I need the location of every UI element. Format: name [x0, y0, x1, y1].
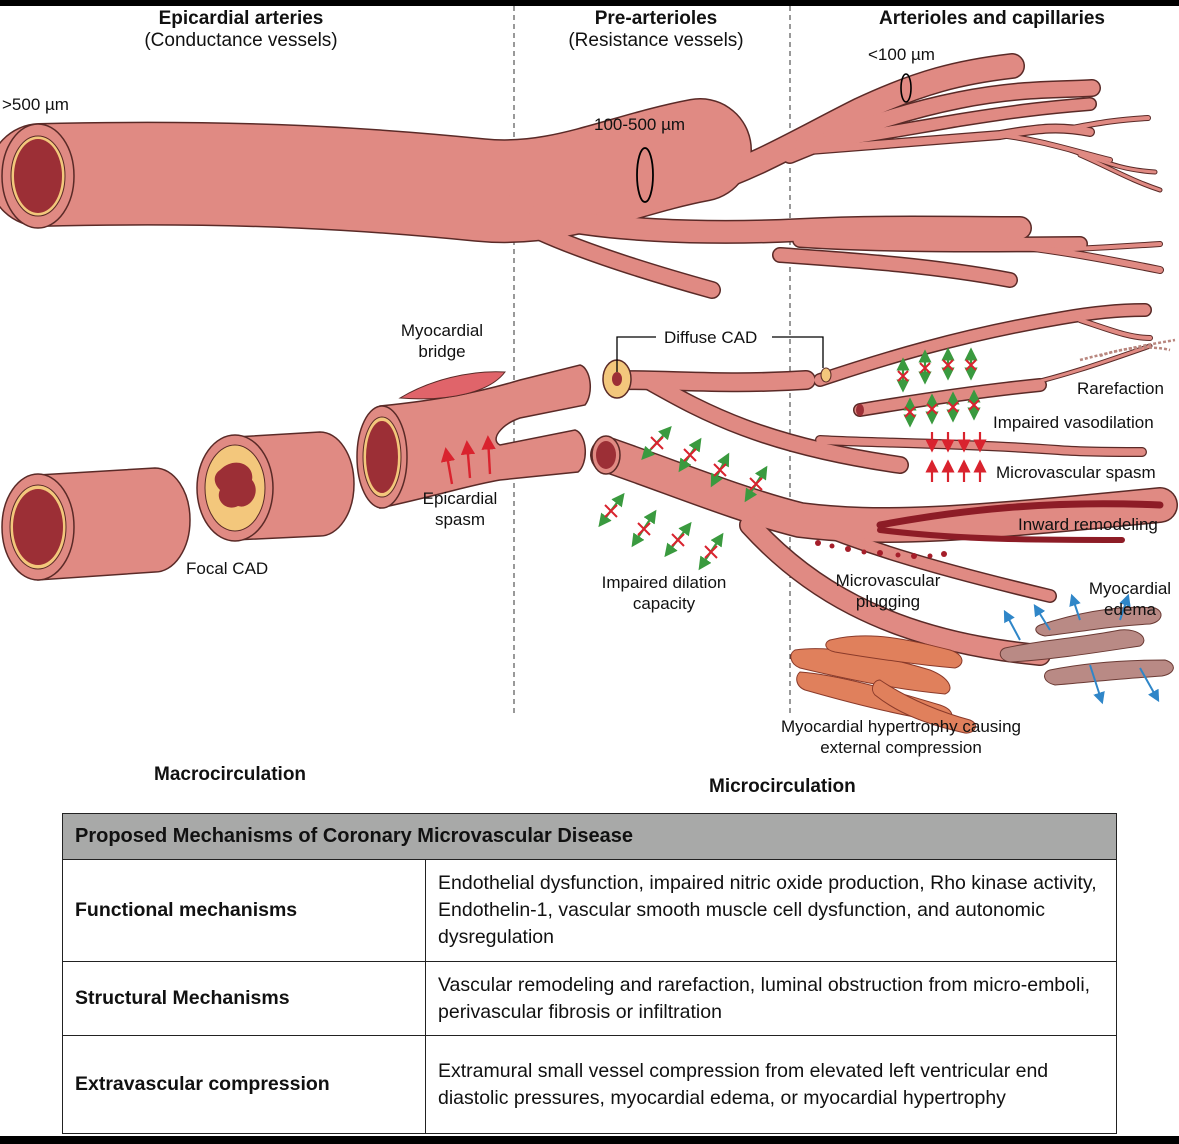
focal-cad-label: Focal CAD [186, 559, 269, 578]
header-arterioles-title: Arterioles and capillaries [879, 8, 1105, 29]
diffuse-cad-label: Diffuse CAD [664, 328, 758, 347]
top-vessel-tree [0, 53, 1164, 299]
epicardial-spasm-arrows [440, 435, 496, 485]
mechanism-desc: Vascular remodeling and rarefaction, lum… [425, 961, 1117, 1036]
bottom-border [0, 1136, 1179, 1144]
hypertrophy-fibers [790, 635, 976, 734]
mechanism-name: Functional mechanisms [62, 859, 426, 962]
rarefaction-label: Rarefaction [1077, 379, 1164, 398]
header-prearterioles: Pre-arterioles (Resistance vessels) [530, 8, 782, 52]
epicardial-spasm-label: Epicardial spasm [422, 489, 498, 529]
table-row: Structural Mechanisms Vascular remodelin… [62, 961, 1117, 1036]
table-row: Functional mechanisms Endothelial dysfun… [62, 859, 1117, 962]
header-epicardial-subtitle: (Conductance vessels) [144, 30, 338, 51]
table-header-row: Proposed Mechanisms of Coronary Microvas… [62, 813, 1117, 860]
microvascular-spasm-label: Microvascular spasm [996, 463, 1156, 482]
mechanism-name: Structural Mechanisms [62, 961, 426, 1036]
ring-100-500 [636, 147, 654, 203]
header-prearterioles-title: Pre-arterioles [594, 8, 718, 29]
myocardial-bridge-label: Myocardial bridge [400, 321, 484, 361]
header-epicardial: Epicardial arteries (Conductance vessels… [110, 8, 372, 52]
vascular-diagram [0, 6, 1178, 734]
microvascular-plugging-label: Microvascular plugging [835, 571, 941, 611]
macrocirculation-label: Macrocirculation [154, 764, 307, 785]
spasm-segment [356, 364, 592, 509]
size-large-label: >500 µm [2, 95, 69, 114]
impaired-vasodilation-label: Impaired vasodilation [993, 413, 1154, 432]
lower-vessel-tree [590, 303, 1178, 666]
inward-remodeling-vessel [876, 500, 1164, 529]
size-small-label: <100 µm [868, 45, 935, 64]
myocardial-edema-label: Myocardial edema [1088, 579, 1172, 619]
header-prearterioles-subtitle: (Resistance vessels) [568, 30, 744, 51]
header-arterioles: Arterioles and capillaries [840, 8, 1144, 30]
table-row: Extravascular compression Extramural sma… [62, 1035, 1117, 1134]
microcirculation-label: Microcirculation [709, 776, 856, 797]
edema-fibers [999, 606, 1174, 686]
plugging-clots [815, 540, 947, 559]
hypertrophy-label: Myocardial hypertrophy causing external … [780, 717, 1021, 757]
mechanism-desc: Extramural small vessel compression from… [425, 1035, 1117, 1134]
edema-arrows [1003, 593, 1160, 705]
mechanism-desc: Endothelial dysfunction, impaired nitric… [425, 859, 1117, 962]
diffuse-cad-openings [591, 359, 864, 475]
impaired-dilation-label: Impaired dilation capacity [601, 573, 727, 613]
mechanisms-table: Proposed Mechanisms of Coronary Microvas… [62, 813, 1117, 1134]
ring-100 [900, 73, 912, 103]
size-medium-label: 100-500 µm [594, 115, 686, 134]
focal-cad-segment [196, 431, 355, 542]
microvascular-spasm-arrows [925, 432, 987, 482]
mechanism-name: Extravascular compression [62, 1035, 426, 1134]
diffuse-cad-leader [616, 336, 824, 372]
top-border [0, 0, 1179, 6]
inward-remodeling-label: Inward remodeling [1018, 515, 1158, 534]
header-epicardial-title: Epicardial arteries [158, 8, 324, 29]
large-vessel-opening [1, 123, 75, 229]
rarefaction-twigs [1079, 338, 1176, 362]
red-x-marks [604, 359, 980, 559]
normal-vessel-segment [1, 467, 191, 581]
table-title: Proposed Mechanisms of Coronary Microvas… [62, 813, 1117, 860]
